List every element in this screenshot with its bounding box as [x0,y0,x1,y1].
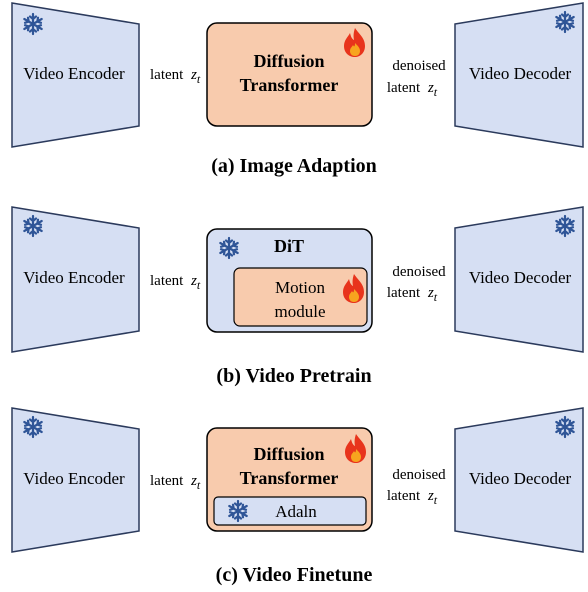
video-decoder-shape [454,407,584,553]
transformer-title-line2: Transformer [240,75,339,95]
caption-c: (c) Video Finetune [216,564,373,586]
video-encoder-shape [11,407,140,553]
video-encoder-label: Video Encoder [23,469,125,488]
latent-label: latent zt [150,473,201,492]
video-encoder-shape [11,206,140,353]
denoised-label-line1: denoised [392,467,446,483]
latent-label: latent zt [150,67,201,86]
panel-image-adaption: Video Encoder latent zt Diffusion Transf… [11,2,584,177]
adaln-box [213,496,367,526]
video-encoder-shape [11,2,140,148]
video-decoder-shape [454,2,584,148]
denoised-label-line1: denoised [392,264,446,280]
motion-module-box [233,267,368,327]
panel-video-finetune: Video Encoder latent zt Diffusion Transf… [11,407,584,586]
video-encoder-label: Video Encoder [23,64,125,83]
denoised-label-line1: denoised [392,58,446,74]
transformer-title-line1: Diffusion [253,51,324,71]
video-decoder-label: Video Decoder [469,268,572,287]
dit-title: DiT [274,236,304,256]
video-decoder-shape [454,206,584,353]
caption-b: (b) Video Pretrain [216,365,371,387]
panel-video-pretrain: Video Encoder latent zt DiT Motion modul… [11,206,584,387]
denoised-label-line2: latent zt [387,80,438,99]
transformer-title-line2: Transformer [240,468,339,488]
motion-module-line2: module [275,302,326,321]
transformer-title-line1: Diffusion [253,444,324,464]
latent-label: latent zt [150,273,201,292]
video-decoder-label: Video Decoder [469,469,572,488]
caption-a: (a) Image Adaption [211,155,377,177]
denoised-label-line2: latent zt [387,285,438,304]
video-encoder-label: Video Encoder [23,268,125,287]
adaln-label: Adaln [275,502,317,521]
video-decoder-label: Video Decoder [469,64,572,83]
motion-module-line1: Motion [275,278,326,297]
diffusion-transformer-box [206,22,373,127]
denoised-label-line2: latent zt [387,488,438,507]
